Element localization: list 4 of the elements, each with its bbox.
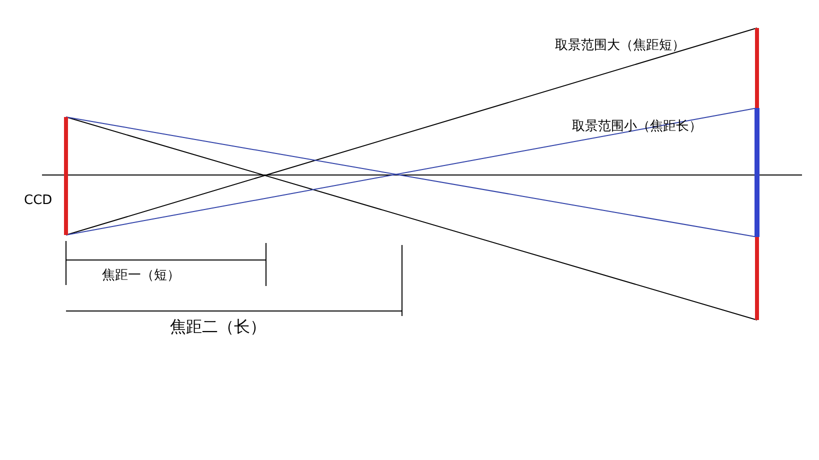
sensor-label: CCD	[24, 193, 52, 209]
dimension-label: 焦距一（短）	[102, 268, 180, 284]
range-label: 取景范围大（焦距短）	[555, 38, 685, 54]
dimension-label: 焦距二（长）	[170, 317, 266, 336]
